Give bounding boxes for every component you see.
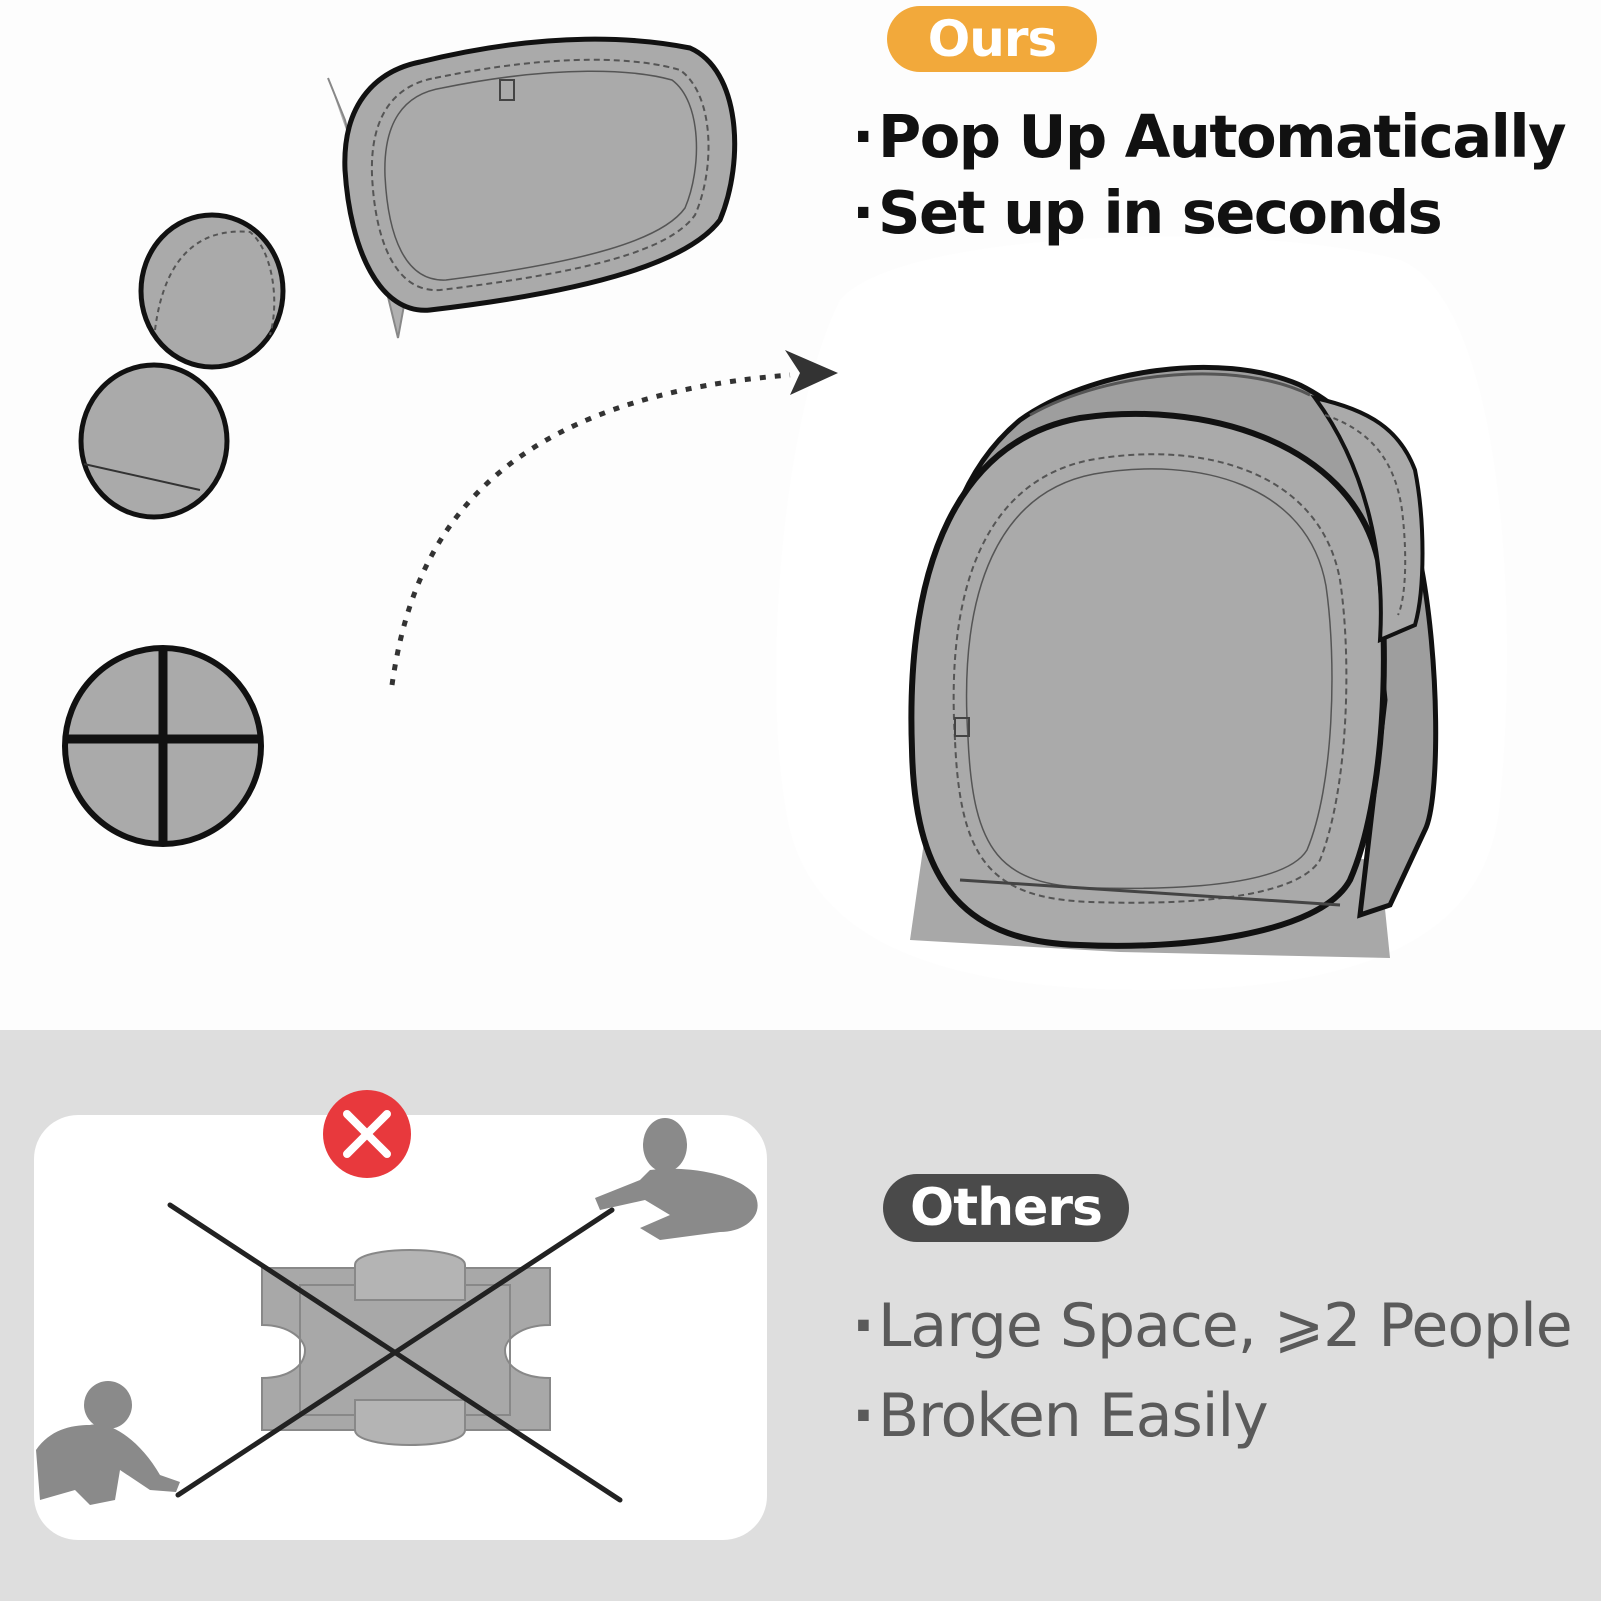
folded-frame-cross (62, 645, 264, 847)
person-figure (595, 1118, 758, 1240)
traditional-tent-setup (36, 1118, 758, 1505)
crossing-poles (167, 1202, 623, 1503)
ours-feature-list: · Pop Up Automatically · Set up in secon… (852, 98, 1567, 250)
bullet-icon: · (852, 1381, 875, 1451)
others-feature-item: · Large Space, ⩾2 People (852, 1281, 1573, 1371)
others-feature-text: Large Space, ⩾2 People (878, 1291, 1573, 1361)
dotted-arrow-icon (389, 350, 838, 686)
others-feature-list: · Large Space, ⩾2 People · Broken Easily (852, 1281, 1573, 1461)
tent-floor (261, 1249, 551, 1446)
bullet-icon: · (852, 177, 874, 247)
others-feature-text: Broken Easily (878, 1381, 1269, 1451)
others-feature-item: · Broken Easily (852, 1371, 1572, 1461)
ours-feature-text: Set up in seconds (878, 177, 1443, 247)
bullet-icon: · (852, 1291, 875, 1361)
folded-panel-circles (78, 212, 286, 520)
folded-panel-oval (327, 36, 738, 339)
popup-tent (908, 364, 1439, 958)
ours-feature-text: Pop Up Automatically (878, 101, 1567, 171)
others-illustration-card (34, 1115, 767, 1540)
ours-badge: Ours (887, 6, 1097, 72)
others-badge: Others (883, 1174, 1129, 1242)
ours-feature-item: · Set up in seconds (852, 174, 1565, 250)
x-mark-icon (323, 1090, 411, 1178)
person-figure (36, 1381, 180, 1505)
ours-feature-item: · Pop Up Automatically (852, 98, 1567, 174)
bullet-icon: · (852, 101, 874, 171)
ours-illustration (62, 36, 1439, 958)
